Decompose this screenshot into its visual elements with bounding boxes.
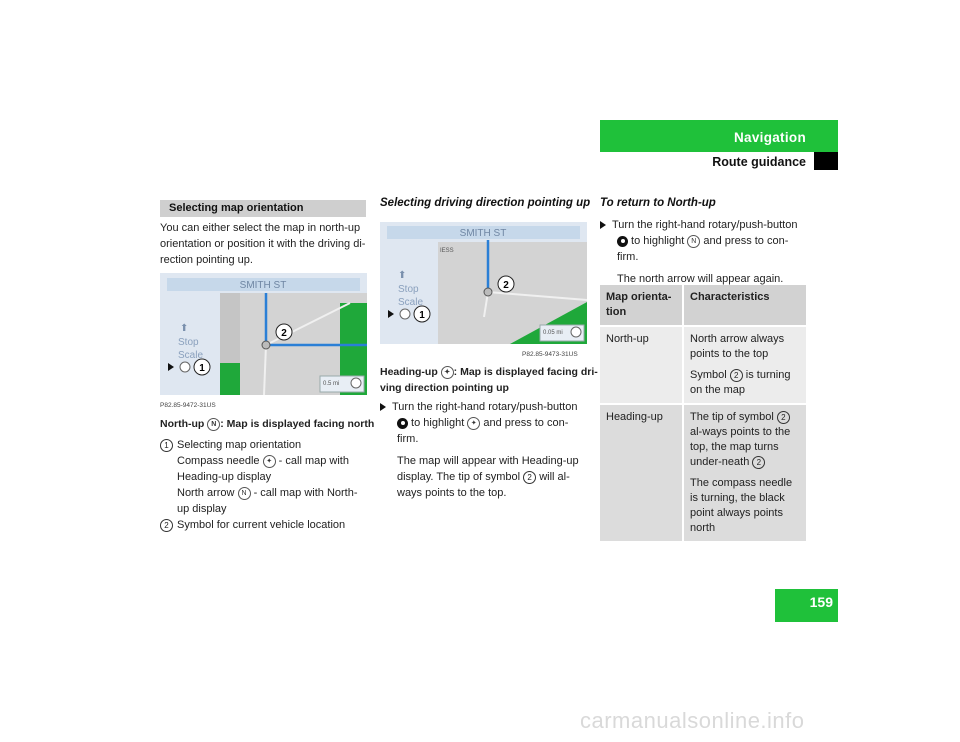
intro-line: orientation or position it with the driv… [160,238,366,250]
callout-number: 2 [729,368,743,382]
rotary-button-icon [397,417,408,429]
caption-suffix: : Map is displayed facing dri- [453,366,598,378]
compass-needle-icon: ✦ [440,365,454,379]
bullet-arrow-icon [600,221,606,230]
legend-text: North arrow N - call map with North- [177,486,358,500]
table-row: North-up North arrow always points to th… [600,326,806,405]
bullet-arrow-icon [380,403,386,412]
compass-needle-icon: ✦ [262,454,276,468]
table-header-row: Map orienta-tion Characteristics [600,285,806,327]
figure-caption: Heading-up ✦: Map is displayed facing dr… [380,364,598,396]
map-callout-2: 2 [503,280,509,291]
callout-number: 2 [523,470,537,484]
figure-caption: North-up N: Map is displayed facing nort… [160,416,374,432]
north-arrow-icon: N [237,486,251,500]
header-subtitle: Route guidance [712,155,806,169]
header-title: Navigation [733,130,806,145]
map-scale-label: Scale [398,297,423,308]
svg-text:⬆: ⬆ [398,270,406,281]
map-street-label: SMITH ST [460,228,507,239]
legend-text: Selecting map orientation [177,439,302,451]
svg-text:⬆: ⬆ [180,323,188,334]
map-scale-label: Scale [178,350,203,361]
legend-item: 2 Symbol for current vehicle location [160,517,370,533]
north-up-map-figure: SMITH ST 2 ⬆ Stop Scale 1 0.5 mi [160,273,367,395]
caption-prefix: Heading-up [380,366,438,378]
map-street-label: SMITH ST [240,280,287,291]
north-up-heading: To return to North-up [600,197,716,209]
intro-line: You can either select the map in north-u… [160,222,361,234]
section-title-bar: Selecting map orientation [160,200,366,217]
north-arrow-icon: N [687,234,701,248]
table-cell: The tip of symbol 2 al-ways points to th… [683,404,806,543]
callout-number: 2 [776,410,790,424]
callout-number: 2 [160,519,173,532]
table-cell: Heading-up [600,404,684,543]
orientation-table: Map orienta-tion Characteristics North-u… [600,285,806,543]
map-top-text: IESS [440,248,454,254]
header-marker [814,152,838,170]
table-cell: North-up [600,326,684,405]
table-cell: North arrow always points to the top Sym… [683,326,806,405]
watermark: carmanualsonline.info [580,708,805,733]
instruction-step: Turn the right-hand rotary/push-button t… [600,217,810,287]
page-number-box [775,589,838,622]
page-number: 159 [809,594,833,610]
header-band [600,120,838,152]
legend-text: Symbol for current vehicle location [177,519,346,531]
intro-line: rection pointing up. [160,254,253,266]
legend-text: Compass needle ✦ - call map with [177,454,349,468]
map-scale-value: 0.05 mi [543,330,563,336]
map-scale-value: 0.5 mi [323,381,339,387]
map-callout-1: 1 [199,363,205,374]
table-row: Heading-up The tip of symbol 2 al-ways p… [600,404,806,543]
table-header-cell: Map orienta-tion [600,285,684,327]
map-stop-label: Stop [178,337,199,348]
figure-code: P82.85-9472-31US [160,402,216,409]
caption-line: ving direction pointing up [380,382,509,394]
legend-text: Heading-up display [177,471,272,483]
map-callout-1: 1 [419,310,425,321]
section-title: Selecting map orientation [169,202,304,214]
legend-item: 1 Selecting map orientation Compass need… [160,437,370,517]
instruction-step: Turn the right-hand rotary/push-button t… [380,399,590,501]
compass-needle-icon: ✦ [467,416,481,430]
table-header-cell: Characteristics [683,285,806,327]
caption-suffix: : Map is displayed facing north [220,418,375,430]
callout-number: 2 [752,455,766,469]
caption-prefix: North-up [160,418,205,430]
heading-up-map-figure: SMITH ST IESS 2 ⬆ Stop Scale 1 0.05 mi [380,222,587,344]
figure-code: P82.85-9473-31US [522,351,578,358]
callout-number: 1 [160,439,173,452]
map-stop-label: Stop [398,284,419,295]
heading-up-heading: Selecting driving direction pointing up [380,197,591,209]
legend-list: 1 Selecting map orientation Compass need… [160,437,370,533]
intro-text: You can either select the map in north-u… [160,220,370,268]
north-arrow-icon: N [207,417,221,431]
rotary-button-icon [617,235,628,247]
legend-text: up display [177,503,227,515]
map-callout-2: 2 [281,328,287,339]
